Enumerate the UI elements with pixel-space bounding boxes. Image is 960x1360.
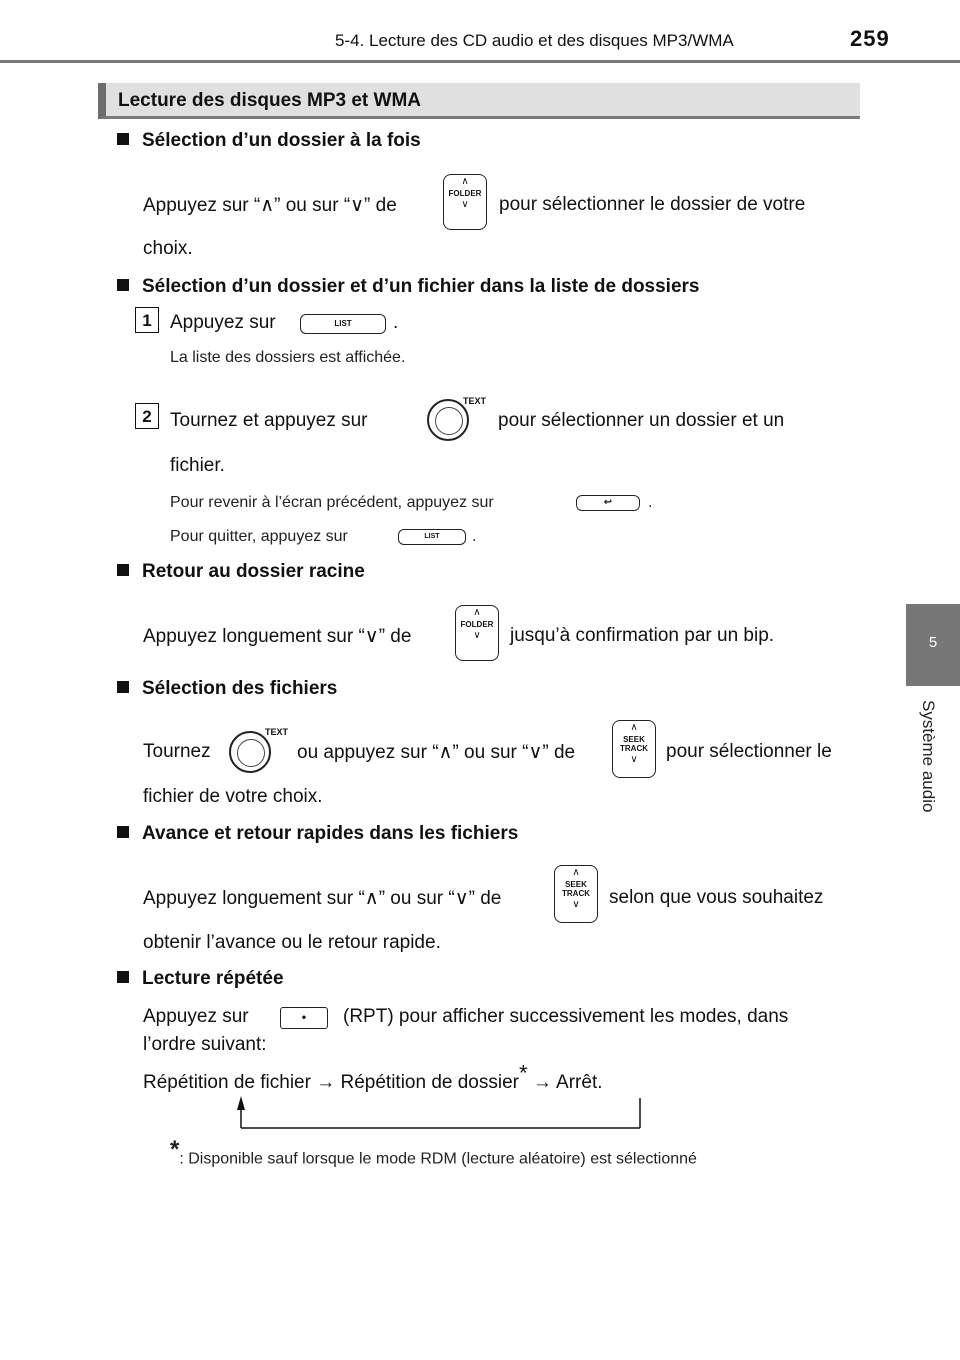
note-back: Pour revenir à l’écran précédent, appuye… (170, 494, 494, 511)
text-knob-label: TEXT (463, 396, 487, 406)
note-quit-period: . (472, 528, 477, 545)
heading-file-selection: Sélection des fichiers (117, 678, 337, 700)
b4-text-4: fichier de votre choix. (143, 786, 323, 807)
step-1-period: . (393, 312, 399, 333)
section-title-bar: Lecture des disques MP3 et WMA (98, 83, 860, 119)
b6-text-2: (RPT) pour afficher successivement les m… (343, 1006, 789, 1027)
b1-text-1: Appuyez sur “∧” ou sur “∨” de (143, 195, 397, 216)
step-2-number: 2 (135, 403, 159, 429)
b4-text-2: ou appuyez sur “∧” ou sur “∨” de (297, 742, 576, 763)
b1-text-3: choix. (143, 238, 193, 259)
b4-text-1: Tournez (143, 741, 211, 762)
chapter-title: 5-4. Lecture des CD audio et des disques… (335, 31, 734, 50)
chapter-tab: 5 (906, 604, 960, 686)
step-1-number: 1 (135, 307, 159, 333)
note-back-period: . (648, 494, 653, 511)
heading-root-folder: Retour au dossier racine (117, 561, 365, 583)
folder-button-icon: ∧FOLDER∨ (443, 174, 487, 230)
footnote: *: Disponible sauf lorsque le mode RDM (… (170, 1136, 697, 1168)
step-1-text: Appuyez sur (170, 312, 276, 333)
section-title: Lecture des disques MP3 et WMA (118, 90, 422, 111)
b5-text-2: selon que vous souhaitez (609, 887, 824, 908)
b4-text-3: pour sélectionner le (666, 741, 832, 762)
page-header: 5-4. Lecture des CD audio et des disques… (0, 0, 960, 63)
list-button-icon: LIST (300, 314, 386, 334)
b5-text-3: obtenir l’avance ou le retour rapide. (143, 932, 441, 953)
text-knob-label-2: TEXT (265, 727, 289, 737)
step-1-note: La liste des dossiers est affichée. (170, 349, 406, 366)
step-2-text-2: pour sélectionner un dossier et un (498, 410, 785, 431)
rpt-button-icon: • (280, 1007, 328, 1029)
folder-button-icon-2: ∧FOLDER∨ (455, 605, 499, 661)
text-knob-icon-2 (229, 731, 271, 773)
chapter-tab-number: 5 (928, 634, 938, 651)
heading-fast-forward-rewind: Avance et retour rapides dans les fichie… (117, 823, 518, 845)
heading-repeat-play: Lecture répétée (117, 968, 284, 990)
back-button-icon: ↩ (576, 495, 640, 511)
text-knob-icon (427, 399, 469, 441)
b6-text-3: l’ordre suivant: (143, 1034, 267, 1055)
step-2-text: Tournez et appuyez sur (170, 410, 368, 431)
note-quit: Pour quitter, appuyez sur (170, 528, 348, 545)
heading-folder-list: Sélection d’un dossier et d’un fichier d… (117, 276, 700, 298)
heading-folder-one-at-a-time: Sélection d’un dossier à la fois (117, 130, 421, 152)
list-button-icon-small: LIST (398, 529, 466, 545)
repeat-sequence: Répétition de fichier → Répétition de do… (143, 1060, 603, 1093)
chapter-tab-label: Système audio (919, 700, 938, 813)
b6-text-1: Appuyez sur (143, 1006, 249, 1027)
header-rule (0, 60, 960, 63)
b3-text-1: Appuyez longuement sur “∨” de (143, 626, 412, 647)
b3-text-2: jusqu’à confirmation par un bip. (510, 625, 775, 646)
b1-text-2: pour sélectionner le dossier de votre (499, 194, 806, 215)
page-number: 259 (850, 26, 890, 51)
b5-text-1: Appuyez longuement sur “∧” ou sur “∨” de (143, 888, 502, 909)
step-2-text-3: fichier. (170, 455, 225, 476)
